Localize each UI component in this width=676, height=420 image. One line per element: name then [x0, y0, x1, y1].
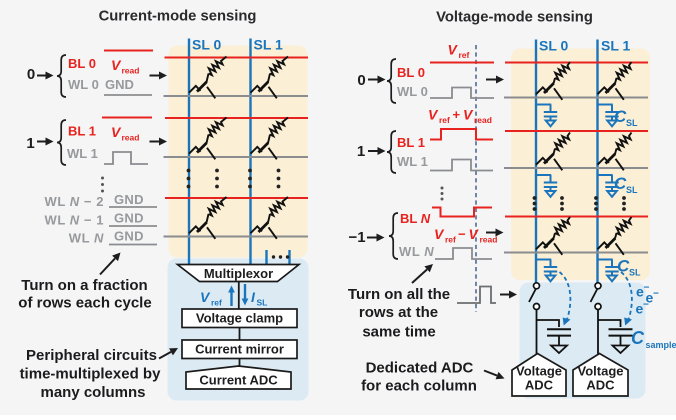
svg-text:Voltage clamp: Voltage clamp	[196, 311, 283, 326]
svg-text:Voltage: Voltage	[578, 364, 624, 379]
svg-text:of rows each cycle: of rows each cycle	[18, 295, 151, 312]
svg-text:time-multiplexed by: time-multiplexed by	[20, 366, 162, 383]
svg-text:ref: ref	[439, 115, 450, 125]
svg-text:ref: ref	[211, 298, 222, 308]
svg-text:+: +	[453, 107, 461, 122]
svg-text:SL 0: SL 0	[539, 38, 569, 54]
svg-text:read: read	[122, 133, 140, 143]
svg-text:Current mirror: Current mirror	[195, 342, 284, 357]
svg-text:Voltage: Voltage	[516, 364, 562, 379]
svg-text:1: 1	[357, 143, 365, 160]
svg-text:BL 1: BL 1	[397, 135, 425, 150]
svg-text:SL 1: SL 1	[601, 38, 631, 54]
svg-text:read: read	[122, 66, 140, 76]
svg-text:WL N − 1: WL N − 1	[45, 213, 104, 228]
svg-text:same time: same time	[362, 324, 435, 341]
svg-text:sample: sample	[646, 340, 676, 350]
svg-text:BL 0: BL 0	[68, 56, 96, 71]
svg-text:ADC: ADC	[525, 378, 554, 393]
svg-text:SL 1: SL 1	[254, 37, 284, 53]
svg-text:C: C	[631, 328, 645, 348]
svg-text:Turn on all the: Turn on all the	[348, 286, 450, 303]
svg-text:Turn on a fraction: Turn on a fraction	[21, 277, 147, 294]
svg-text:0: 0	[27, 66, 35, 83]
svg-text:WL 1: WL 1	[397, 154, 428, 169]
svg-text:many columns: many columns	[40, 384, 145, 401]
svg-text:SL: SL	[629, 268, 641, 278]
svg-text:WL 1: WL 1	[67, 146, 98, 161]
svg-text:Dedicated ADC: Dedicated ADC	[366, 360, 474, 377]
svg-text:WL N: WL N	[399, 244, 434, 259]
svg-text:rows at the: rows at the	[359, 304, 438, 321]
svg-text:SL: SL	[626, 118, 638, 128]
svg-text:SL: SL	[257, 298, 268, 308]
svg-text:−: −	[643, 300, 649, 311]
svg-text:0: 0	[357, 72, 365, 89]
svg-text:BL 0: BL 0	[397, 65, 425, 80]
svg-text:−: −	[653, 289, 659, 300]
svg-text:read: read	[480, 235, 498, 245]
svg-text:−: −	[458, 227, 466, 242]
svg-text:Current ADC: Current ADC	[199, 373, 278, 388]
svg-text:GND: GND	[114, 229, 144, 244]
svg-text:WL 0: WL 0	[397, 84, 428, 99]
svg-text:BL 1: BL 1	[68, 124, 96, 139]
svg-text:1: 1	[26, 135, 34, 152]
svg-text:WL N − 2: WL N − 2	[45, 194, 104, 209]
svg-text:GND: GND	[114, 192, 144, 207]
svg-text:for each column: for each column	[361, 378, 477, 395]
svg-text:Current-mode sensing: Current-mode sensing	[99, 9, 257, 25]
svg-text:Multiplexor: Multiplexor	[204, 266, 273, 281]
svg-text:SL: SL	[626, 185, 638, 195]
svg-text:ref: ref	[445, 235, 456, 245]
svg-text:read: read	[474, 115, 492, 125]
svg-text:−1: −1	[348, 229, 365, 246]
svg-text:Voltage-mode sensing: Voltage-mode sensing	[436, 10, 593, 26]
svg-text:WL 0: WL 0	[68, 77, 99, 92]
svg-text:SL 0: SL 0	[192, 37, 222, 53]
svg-text:BL N: BL N	[400, 211, 431, 226]
svg-text:ADC: ADC	[586, 378, 615, 393]
svg-text:ref: ref	[459, 50, 470, 60]
svg-text:WL N: WL N	[69, 231, 104, 246]
svg-text:GND: GND	[105, 77, 134, 92]
svg-text:GND: GND	[114, 211, 144, 226]
svg-text:Peripheral circuits: Peripheral circuits	[26, 347, 157, 364]
